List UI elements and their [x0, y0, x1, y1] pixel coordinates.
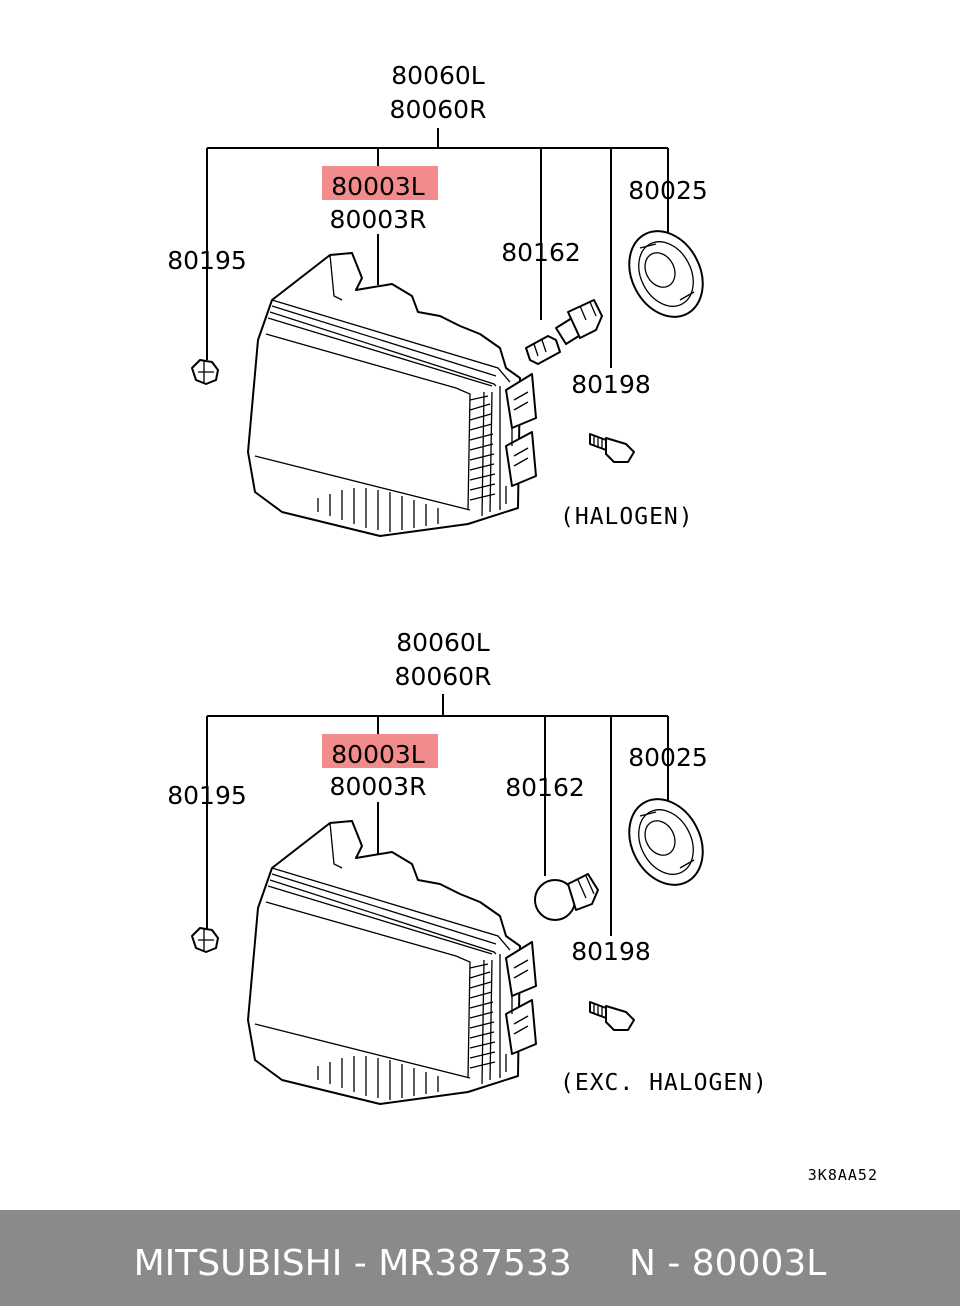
cap-label: 80025 [628, 176, 708, 205]
leader-lines [206, 128, 669, 368]
headlamp-unit [247, 820, 537, 1105]
bulb-label: 80162 [501, 238, 581, 267]
unit-left-label: 80003L [331, 740, 425, 769]
variant-note: (HALOGEN) [560, 504, 694, 530]
variant-note: (EXC. HALOGEN) [560, 1070, 768, 1096]
unit-left-label: 80003L [331, 172, 425, 201]
unit-right-label: 80003R [330, 205, 427, 234]
unit-highlight [322, 734, 438, 768]
bulb-label: 80162 [505, 773, 585, 802]
diagram-halogen: 80060L 80060R 80003L 80003R 80195 80162 … [167, 61, 719, 537]
footer-caption: MITSUBISHI - MR387533 N - 80003L [133, 1243, 827, 1284]
assembly-right-label: 80060R [395, 662, 492, 691]
unit-highlight [322, 166, 438, 200]
clip-label: 80195 [167, 246, 247, 275]
headlamp-unit [247, 252, 537, 537]
cap-label: 80025 [628, 743, 708, 772]
assembly-left-label: 80060L [396, 628, 490, 657]
screw-label: 80198 [571, 937, 651, 966]
screw-part [589, 1001, 635, 1031]
parts-diagram: 80060L 80060R 80003L 80003R 80195 80162 … [167, 61, 878, 1184]
assembly-left-label: 80060L [391, 61, 485, 90]
bulb-cap-part [613, 785, 719, 899]
brand-name: MITSUBISHI [133, 1243, 343, 1284]
unit-right-label: 80003R [330, 772, 427, 801]
screw-part [589, 433, 635, 463]
clip-part [191, 359, 219, 385]
clip-part [191, 927, 219, 953]
reference-number: N - 80003L [628, 1243, 827, 1284]
diagram-exc-halogen: 80060L 80060R 80003L 80003R 80195 80162 … [167, 628, 768, 1105]
footer-bar [0, 1210, 960, 1306]
assembly-right-label: 80060R [390, 95, 487, 124]
screw-label: 80198 [571, 370, 651, 399]
clip-label: 80195 [167, 781, 247, 810]
drawing-code: 3K8AA52 [808, 1166, 878, 1184]
bulb-cap-part [613, 217, 719, 331]
glass-bulb-part [534, 873, 599, 921]
part-number: MR387533 [378, 1243, 572, 1284]
leader-lines [206, 694, 669, 936]
halogen-bulb-part [525, 299, 603, 365]
